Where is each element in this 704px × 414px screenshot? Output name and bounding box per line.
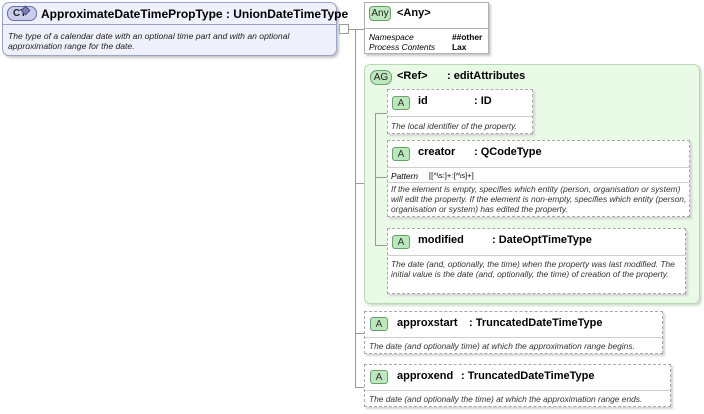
attribute-approxstart-separator — [365, 337, 662, 338]
attribute-approxend-type: : TruncatedDateTimeType — [461, 370, 595, 382]
attribute-id-type: : ID — [474, 95, 492, 107]
attribute-creator-separator — [388, 167, 689, 168]
attribute-creator-pattern-value: [[^\s:]+:[^\s]+] — [429, 171, 474, 180]
attribute-modified-box: A modified : DateOptTimeType The date (a… — [387, 228, 686, 294]
any-separator — [365, 28, 488, 29]
attribute-group-box: AG <Ref> : editAttributes A id : ID The … — [364, 64, 700, 304]
attribute-group-badge: AG — [370, 70, 392, 85]
any-box: Any <Any> Namespace ##other Process Cont… — [364, 2, 489, 54]
any-process-label: Process Contents — [369, 42, 436, 52]
connector-to-approxstart — [355, 333, 364, 334]
attribute-approxstart-box: A approxstart : TruncatedDateTimeType Th… — [364, 311, 663, 354]
attribute-id-doc: The local identifier of the property. — [391, 121, 518, 131]
ag-connector-creator — [375, 177, 387, 178]
any-title: <Any> — [397, 7, 431, 19]
connector-to-ag — [355, 183, 364, 184]
attribute-creator-name: creator — [418, 146, 456, 158]
attribute-approxstart-doc: The date (and optionally time) at which … — [369, 341, 635, 351]
attribute-modified-doc: The date (and, optionally, the time) whe… — [391, 259, 675, 279]
attribute-group-ref: <Ref> — [397, 70, 428, 82]
attribute-approxend-box: A approxend : TruncatedDateTimeType The … — [364, 364, 671, 407]
attribute-approxstart-badge: A — [370, 317, 388, 331]
any-process-value: Lax — [452, 42, 467, 52]
attribute-id-separator — [388, 116, 532, 117]
any-badge: Any — [369, 6, 391, 21]
attribute-modified-badge: A — [392, 235, 410, 249]
attribute-id-name: id — [418, 95, 428, 107]
attribute-id-box: A id : ID The local identifier of the pr… — [387, 89, 533, 134]
complex-type-doc: The type of a calendar date with an opti… — [8, 31, 290, 51]
attribute-approxstart-type: : TruncatedDateTimeType — [469, 317, 603, 329]
sequence-connector-icon — [339, 24, 349, 34]
connector-seq-out — [349, 29, 355, 30]
connector-trunk — [355, 29, 356, 387]
attribute-approxstart-name: approxstart — [397, 317, 458, 329]
attribute-approxend-doc: The date (and optionally the time) at wh… — [369, 394, 643, 404]
complex-type-box: CT ApproximateDateTimePropType : UnionDa… — [2, 2, 348, 56]
attribute-modified-name: modified — [418, 234, 464, 246]
attribute-creator-badge: A — [392, 147, 410, 161]
ag-connector-modified — [375, 245, 387, 246]
attribute-creator-box: A creator : QCodeType Pattern [[^\s:]+:[… — [387, 140, 690, 217]
attribute-creator-pattern-label: Pattern — [391, 171, 419, 181]
attribute-id-badge: A — [392, 96, 410, 110]
attribute-approxend-separator — [365, 390, 670, 391]
attribute-approxend-badge: A — [370, 370, 388, 384]
any-namespace-value: ##other — [452, 32, 483, 42]
attribute-creator-separator-2 — [388, 182, 689, 183]
attribute-approxend-name: approxend — [397, 370, 454, 382]
attribute-creator-doc: If the element is empty, specifies which… — [391, 184, 687, 214]
attribute-creator-type: : QCodeType — [474, 146, 542, 158]
connector-to-any — [355, 29, 364, 30]
ag-connector-id — [375, 113, 387, 114]
connector-to-approxend — [355, 387, 364, 388]
attribute-group-name: : editAttributes — [447, 70, 526, 82]
complex-type-header — [3, 3, 336, 25]
complex-type-title: ApproximateDateTimePropType : UnionDateT… — [41, 7, 349, 21]
ag-inner-trunk — [375, 113, 376, 245]
attribute-modified-separator — [388, 255, 685, 256]
connector-ct-to-seq — [337, 29, 340, 30]
any-namespace-label: Namespace — [369, 32, 414, 42]
attribute-modified-type: : DateOptTimeType — [492, 234, 592, 246]
